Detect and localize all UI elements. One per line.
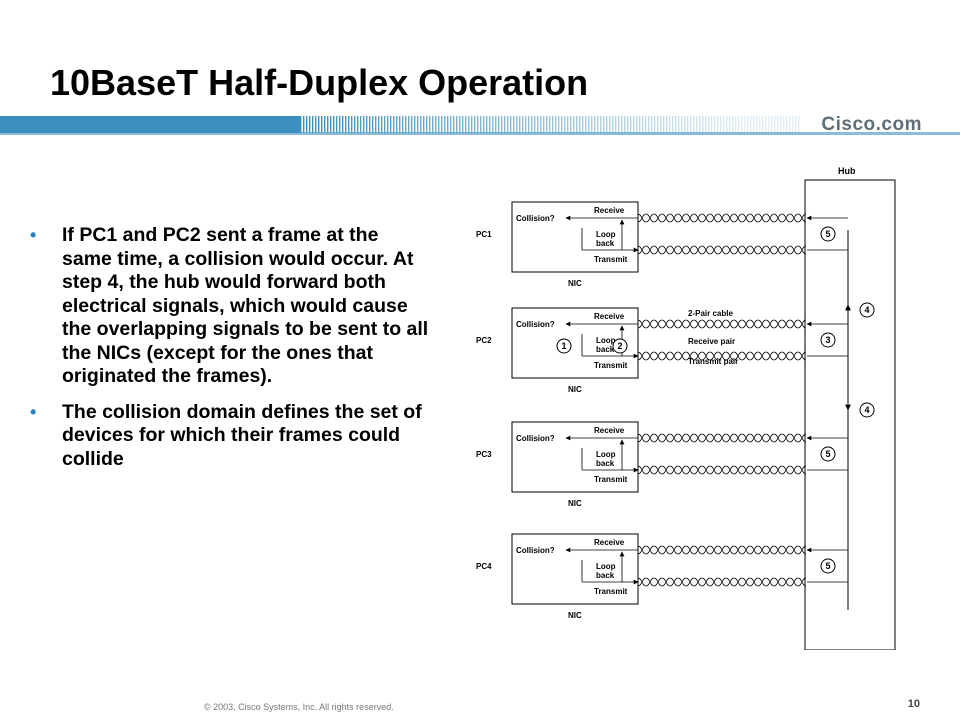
nic-label: NIC bbox=[568, 611, 582, 620]
slide-title: 10BaseT Half-Duplex Operation bbox=[50, 62, 589, 103]
step-badge: 5 bbox=[820, 226, 836, 242]
step-badge: 3 bbox=[820, 332, 836, 348]
hub-label: Hub bbox=[838, 166, 856, 176]
svg-text:Collision?: Collision? bbox=[516, 546, 555, 555]
bullet-item: •The collision domain defines the set of… bbox=[30, 400, 422, 470]
svg-text:Transmit: Transmit bbox=[594, 361, 628, 370]
receive-pair-label: Receive pair bbox=[688, 337, 735, 346]
hub-diagram: Hub 4 4 2-Pair cable Receive pair Transm… bbox=[470, 160, 910, 655]
svg-text:5: 5 bbox=[825, 449, 830, 459]
svg-text:Receive: Receive bbox=[594, 538, 625, 547]
svg-text:4: 4 bbox=[864, 405, 869, 415]
svg-text:back: back bbox=[596, 571, 615, 580]
svg-text:5: 5 bbox=[825, 561, 830, 571]
svg-text:Collision?: Collision? bbox=[516, 320, 555, 329]
header-band bbox=[0, 113, 960, 135]
svg-text:back: back bbox=[596, 459, 615, 468]
nic-label: NIC bbox=[568, 499, 582, 508]
svg-text:Transmit: Transmit bbox=[594, 475, 628, 484]
step-badge-4b: 4 bbox=[859, 402, 875, 418]
step-badge: 5 bbox=[820, 558, 836, 574]
page-number: 10 bbox=[907, 698, 920, 710]
nic-label: NIC bbox=[568, 385, 582, 394]
pc-label: PC2 bbox=[476, 336, 492, 345]
pc-label: PC4 bbox=[476, 562, 492, 571]
step-badge: 5 bbox=[820, 446, 836, 462]
pc-label: PC3 bbox=[476, 450, 492, 459]
svg-text:3: 3 bbox=[825, 335, 830, 345]
svg-text:Transmit: Transmit bbox=[594, 587, 628, 596]
svg-text:Loop: Loop bbox=[596, 562, 616, 571]
svg-text:Collision?: Collision? bbox=[516, 434, 555, 443]
svg-text:2: 2 bbox=[617, 341, 622, 351]
svg-text:Loop: Loop bbox=[596, 230, 616, 239]
pc-label: PC1 bbox=[476, 230, 492, 239]
svg-text:Loop: Loop bbox=[596, 336, 616, 345]
svg-text:Collision?: Collision? bbox=[516, 214, 555, 223]
cisco-logo: Cisco.com bbox=[821, 114, 922, 135]
svg-text:1: 1 bbox=[561, 341, 566, 351]
svg-text:back: back bbox=[596, 239, 615, 248]
bullet-dot-icon: • bbox=[30, 225, 37, 245]
nic-label: NIC bbox=[568, 279, 582, 288]
svg-text:Receive: Receive bbox=[594, 206, 625, 215]
step-badge-4a: 4 bbox=[859, 302, 875, 318]
bullet-list: •If PC1 and PC2 sent a frame at the same… bbox=[30, 224, 430, 483]
hub-diagram-svg: Hub 4 4 2-Pair cable Receive pair Transm… bbox=[476, 166, 896, 651]
transmit-pair-label: Transmit pair bbox=[688, 357, 738, 366]
hub-box bbox=[804, 179, 896, 651]
copyright-footer: © 2003, Cisco Systems, Inc. All rights r… bbox=[204, 702, 394, 712]
step-badge: 2 bbox=[612, 338, 628, 354]
svg-text:Receive: Receive bbox=[594, 312, 625, 321]
svg-text:4: 4 bbox=[864, 305, 869, 315]
bullet-item: •If PC1 and PC2 sent a frame at the same… bbox=[30, 224, 429, 387]
cable-label: 2-Pair cable bbox=[688, 309, 733, 318]
bullet-dot-icon: • bbox=[30, 401, 37, 422]
svg-text:Transmit: Transmit bbox=[594, 255, 628, 264]
svg-text:Loop: Loop bbox=[596, 450, 616, 459]
header-band-graphic bbox=[0, 116, 960, 135]
step-badge: 1 bbox=[556, 338, 572, 354]
svg-text:back: back bbox=[596, 345, 615, 354]
svg-text:Receive: Receive bbox=[594, 426, 625, 435]
svg-text:5: 5 bbox=[825, 229, 830, 239]
